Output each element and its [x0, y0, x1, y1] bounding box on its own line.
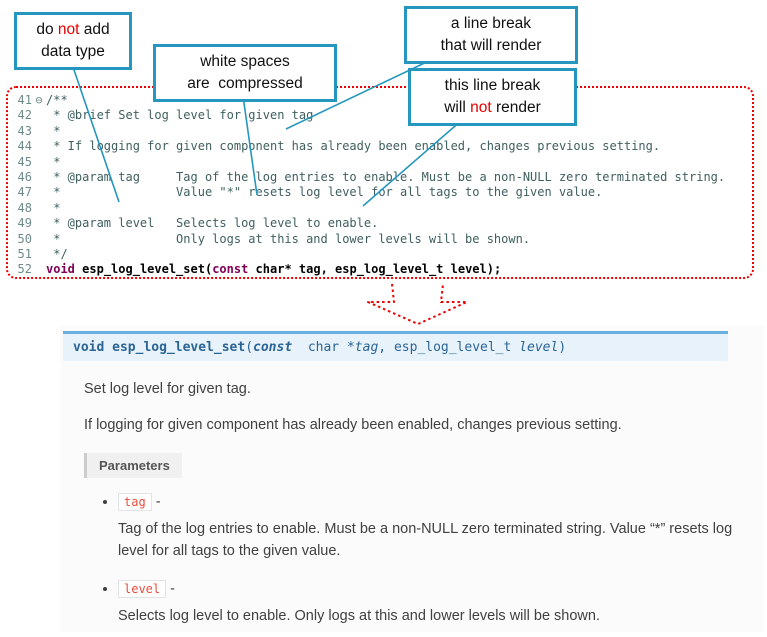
param-list: tag - Tag of the log entries to enable. M… [100, 493, 764, 627]
description-text: If logging for given component has alrea… [84, 417, 622, 433]
param-name: tag - [118, 493, 764, 511]
param-description: Selects log level to enable. Only logs a… [118, 607, 600, 624]
code-line: 51 */ [12, 247, 752, 262]
callout-text-line: do not add [36, 21, 110, 38]
parameters-label: Parameters [84, 453, 182, 478]
callout-text-line: white spaces [200, 53, 290, 70]
line-number: 48 [17, 200, 32, 215]
callout-text-line: this line break [444, 77, 541, 94]
line-number: 50 [17, 231, 32, 246]
param-name-literal: level [118, 579, 167, 598]
line-number: 51 [17, 247, 32, 262]
line-number: 49 [17, 216, 32, 231]
code-line: 47 * Value "*" resets log level for all … [12, 185, 752, 200]
callout-text-line: a line break [450, 15, 532, 32]
callout-text-line: are compressed [187, 75, 303, 92]
callout-text-line: will not render [444, 99, 541, 116]
line-number: 42 [17, 108, 32, 123]
code-line: 41⊖/** [12, 93, 752, 108]
line-number: 41 [17, 93, 32, 107]
function-signature: void esp_log_level_set(const char *tag, … [63, 331, 728, 361]
callout-white-spaces-compressed: white spaces are compressed [153, 44, 337, 102]
rendered-docs-panel: void esp_log_level_set(const char *tag, … [60, 326, 764, 632]
line-number: 47 [17, 185, 32, 200]
param-dash: - [166, 580, 175, 597]
fold-icon: ⊖ [35, 93, 43, 107]
param-name: level - [118, 579, 764, 598]
param-item: tag - Tag of the log entries to enable. M… [118, 493, 764, 563]
callout-line-break-not-render: this line break will not render [408, 68, 577, 126]
param-description: Tag of the log entries to enable. Must b… [118, 521, 733, 560]
code-line: 49 * @param level Selects log level to e… [12, 216, 752, 231]
callout-text-line: that will render [440, 37, 542, 54]
line-number: 43 [17, 123, 32, 138]
code-line: 42 * @brief Set log level for given tag [12, 108, 752, 123]
line-number: 44 [17, 139, 32, 154]
callout-line-break-renders: a line break that will render [404, 6, 578, 64]
code-line: 46 * @param tag Tag of the log entries t… [12, 170, 752, 185]
code-editor: 41⊖/**42 * @brief Set log level for give… [6, 86, 754, 279]
brief-text: Set log level for given tag. [84, 381, 251, 397]
code-line: 44 * If logging for given component has … [12, 139, 752, 154]
line-number: 46 [17, 170, 32, 185]
param-item: level - Selects log level to enable. Only… [118, 579, 764, 627]
callout-text-line: data type [41, 43, 105, 60]
callout-do-not-add-data-type: do not add data type [14, 12, 132, 70]
param-dash: - [151, 494, 161, 510]
param-name-literal: tag [118, 493, 152, 511]
line-number: 52 [17, 262, 32, 277]
code-line: 43 * [12, 124, 752, 139]
code-line: 48 * [12, 201, 752, 216]
line-number: 45 [17, 154, 32, 169]
code-line: 50 * Only logs at this and lower levels … [12, 232, 752, 247]
code-lines: 41⊖/**42 * @brief Set log level for give… [12, 93, 752, 278]
code-line: 45 * [12, 155, 752, 170]
